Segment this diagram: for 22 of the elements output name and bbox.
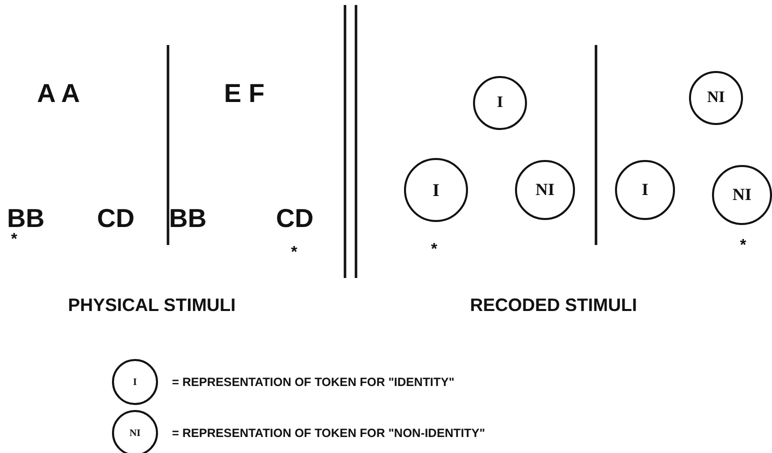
token-circle: NI bbox=[689, 71, 743, 125]
stimulus-letters: CD bbox=[97, 205, 135, 231]
asterisk: * bbox=[740, 238, 746, 254]
section-heading: PHYSICAL STIMULI bbox=[68, 296, 236, 314]
token-circle: NI bbox=[712, 165, 772, 225]
legend-text: = REPRESENTATION OF TOKEN FOR "NON-IDENTITY" bbox=[172, 427, 486, 439]
stimulus-letters: E F bbox=[224, 80, 264, 106]
asterisk: * bbox=[291, 245, 298, 261]
stimulus-letters: A A bbox=[37, 80, 80, 106]
stimulus-letters: BB bbox=[169, 205, 207, 231]
stimulus-letters: BB bbox=[7, 205, 45, 231]
token-circle: NI bbox=[112, 410, 158, 453]
token-circle: I bbox=[473, 76, 527, 130]
asterisk: * bbox=[11, 232, 18, 248]
legend-text: = REPRESENTATION OF TOKEN FOR "IDENTITY" bbox=[172, 376, 454, 388]
token-circle: I bbox=[404, 158, 468, 222]
stimulus-letters: CD bbox=[276, 205, 314, 231]
token-circle: I bbox=[112, 359, 158, 405]
asterisk: * bbox=[431, 242, 438, 258]
token-circle: I bbox=[615, 160, 675, 220]
token-circle: NI bbox=[515, 160, 575, 220]
section-heading: RECODED STIMULI bbox=[470, 296, 638, 314]
